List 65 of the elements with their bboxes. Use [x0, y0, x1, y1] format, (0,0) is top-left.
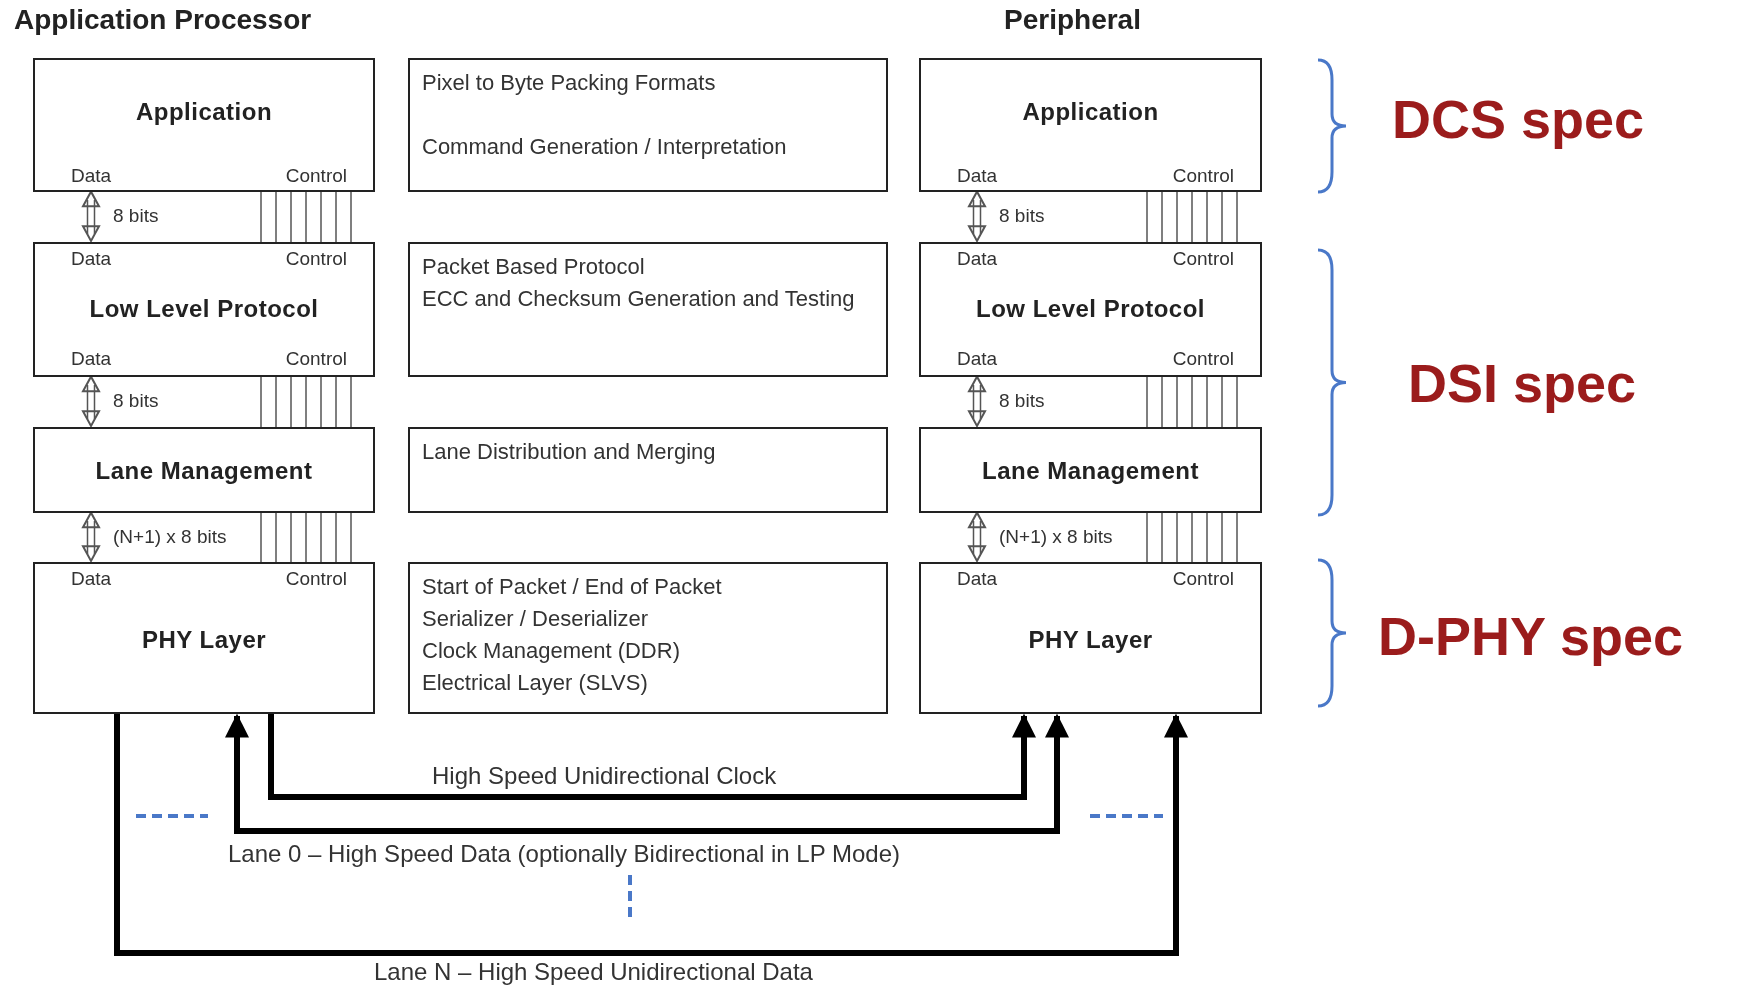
port-label: Control	[1172, 248, 1234, 270]
data-arrow	[968, 512, 986, 562]
function-text: Serializer / Deserializer	[422, 605, 650, 633]
port-label: Data	[957, 165, 998, 187]
layer-title: Application	[134, 98, 274, 126]
function-box	[408, 562, 888, 714]
layer-box	[919, 562, 1262, 714]
control-bus	[1146, 376, 1238, 428]
data-arrow	[82, 191, 100, 242]
control-bus	[1146, 191, 1238, 243]
data-arrow	[82, 376, 100, 427]
control-bus	[260, 191, 352, 243]
port-label: Data	[71, 165, 112, 187]
lane-line	[225, 713, 1069, 834]
control-bus	[260, 376, 352, 428]
spec-label: DSI spec	[1408, 352, 1637, 414]
control-bus	[260, 512, 352, 563]
lane-line	[268, 713, 1036, 800]
layer-box	[919, 58, 1262, 192]
function-text: Pixel to Byte Packing Formats	[422, 69, 717, 97]
function-text: Start of Packet / End of Packet	[422, 573, 723, 601]
function-box	[408, 58, 888, 192]
function-text: Clock Management (DDR)	[422, 637, 681, 665]
port-label: Control	[1172, 568, 1234, 590]
port-label: Control	[1172, 348, 1234, 370]
port-label: Data	[957, 568, 998, 590]
data-arrow	[968, 376, 986, 427]
port-label: Data	[957, 348, 998, 370]
port-label: Control	[285, 568, 347, 590]
lane-line	[114, 713, 1188, 956]
layer-title: Low Level Protocol	[975, 295, 1206, 323]
data-arrow	[968, 191, 986, 242]
spec-label: D-PHY spec	[1378, 605, 1684, 667]
function-text: Lane Distribution and Merging	[422, 438, 717, 466]
port-label: Data	[957, 248, 998, 270]
layer-box	[33, 427, 375, 513]
control-bus	[1146, 512, 1238, 563]
port-label: Control	[1172, 165, 1234, 187]
layer-title: PHY Layer	[140, 626, 268, 654]
layer-title: Lane Management	[981, 457, 1200, 485]
layer-title: Application	[1021, 98, 1160, 126]
function-text: ECC and Checksum Generation and Testing	[422, 285, 856, 313]
layer-box	[33, 242, 375, 377]
port-label: Control	[285, 165, 347, 187]
port-label: Data	[71, 348, 112, 370]
spec-label: DCS spec	[1392, 88, 1645, 150]
layer-title: Low Level Protocol	[88, 295, 320, 323]
function-text: Packet Based Protocol	[422, 253, 646, 281]
column-heading: Peripheral	[1004, 4, 1141, 36]
layer-title: Lane Management	[94, 457, 314, 485]
port-label: Data	[71, 568, 112, 590]
function-box	[408, 242, 888, 377]
function-text: Command Generation / Interpretation	[422, 133, 788, 161]
layer-box	[33, 58, 375, 192]
data-arrow	[82, 512, 100, 562]
layer-box	[919, 242, 1262, 377]
function-box	[408, 427, 888, 513]
layer-box	[33, 562, 375, 714]
function-text: Electrical Layer (SLVS)	[422, 669, 649, 697]
port-label: Control	[285, 348, 347, 370]
layer-title: PHY Layer	[1027, 626, 1154, 654]
port-label: Data	[71, 248, 112, 270]
port-label: Control	[285, 248, 347, 270]
column-heading: Application Processor	[14, 4, 312, 36]
layer-box	[919, 427, 1262, 513]
